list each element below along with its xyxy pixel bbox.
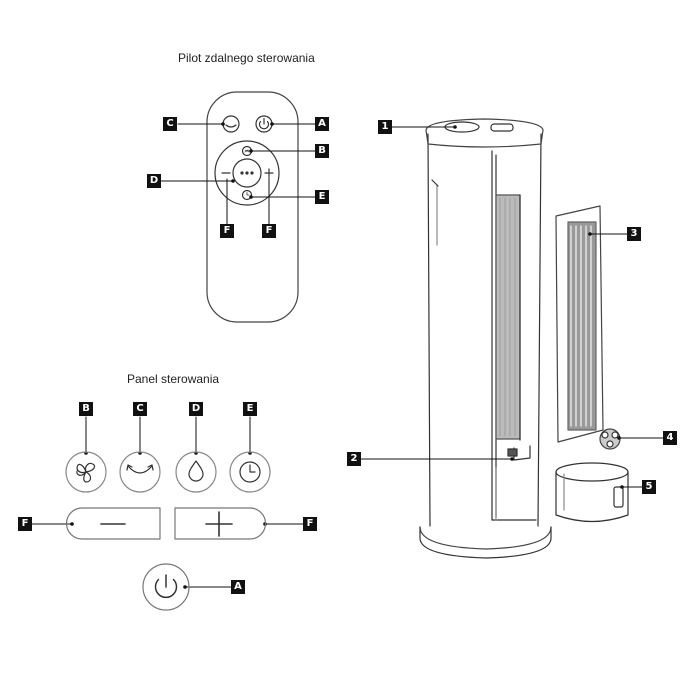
label-part-3: 3 <box>627 227 641 241</box>
label-f-remote-minus: F <box>220 224 234 238</box>
panel-oscillation-button[interactable] <box>119 451 161 493</box>
label-f-remote-plus: F <box>262 224 276 238</box>
label-e-remote: E <box>315 190 329 204</box>
remote-dpad[interactable] <box>214 140 280 206</box>
label-d-remote: D <box>147 174 161 188</box>
remote-leader-lines <box>159 123 316 225</box>
panel-water-button[interactable] <box>175 451 217 493</box>
panel-timer-button[interactable] <box>229 451 271 493</box>
label-part-5: 5 <box>642 480 656 494</box>
label-b-panel: B <box>79 402 93 416</box>
label-f-panel-plus: F <box>303 517 317 531</box>
tower-fan-unit <box>360 118 664 559</box>
panel-fan-mode-button[interactable] <box>65 451 107 493</box>
remote-plus-button[interactable] <box>264 168 274 178</box>
control-panel <box>31 416 304 611</box>
label-a-panel: A <box>231 580 245 594</box>
panel-plus-button[interactable] <box>174 507 267 540</box>
label-part-1: 1 <box>378 120 392 134</box>
panel-power-button[interactable] <box>142 563 190 611</box>
remote-timer-button[interactable] <box>241 189 253 201</box>
remote-oscillation-button[interactable] <box>222 115 240 133</box>
filter-panel <box>555 205 604 443</box>
water-tank <box>555 462 629 523</box>
label-e-panel: E <box>243 402 257 416</box>
label-c-panel: C <box>133 402 147 416</box>
small-part-4 <box>599 428 621 450</box>
panel-title: Panel sterowania <box>127 372 220 386</box>
remote-control <box>159 91 316 323</box>
label-f-panel-minus: F <box>18 517 32 531</box>
label-part-4: 4 <box>663 431 677 445</box>
label-b-remote: B <box>315 144 329 158</box>
label-d-panel: D <box>189 402 203 416</box>
label-a-remote: A <box>315 117 329 131</box>
label-c-remote: C <box>163 117 177 131</box>
panel-minus-button[interactable] <box>65 507 161 540</box>
label-part-2: 2 <box>347 452 361 466</box>
remote-power-button[interactable] <box>255 115 273 133</box>
remote-title: Pilot zdalnego sterowania <box>178 51 315 65</box>
